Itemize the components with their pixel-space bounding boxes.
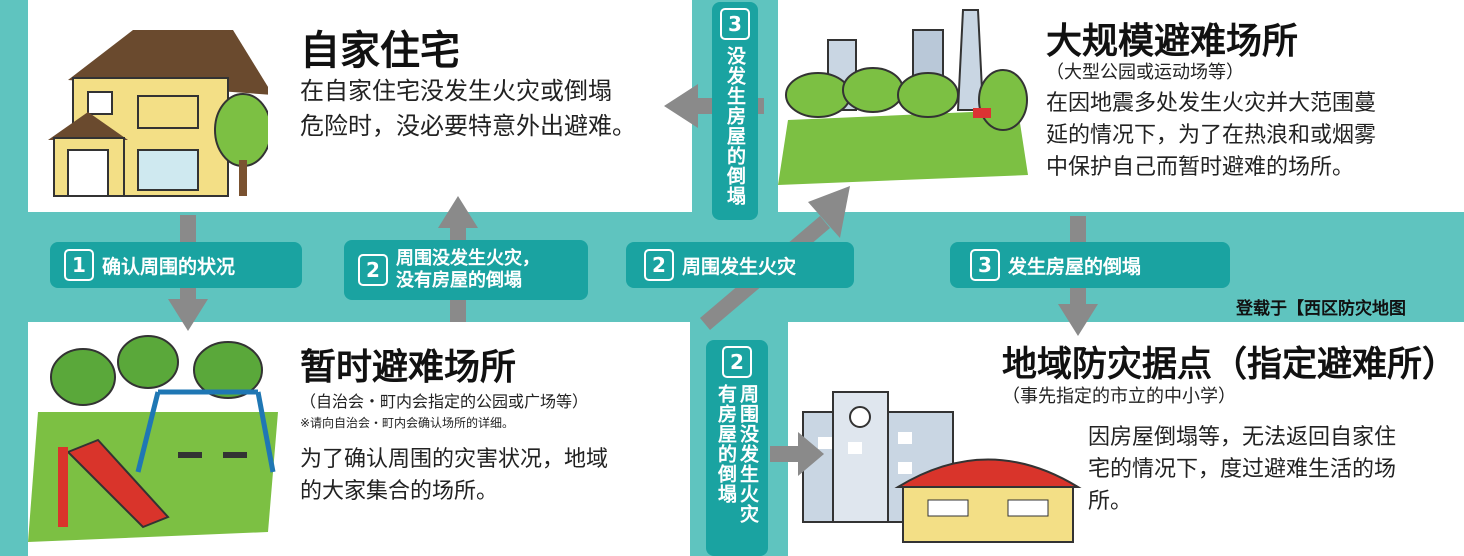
park-illustration — [778, 9, 1028, 185]
temp-note: ※请向自治会・町内会确认场所的详细。 — [300, 416, 515, 430]
temp-desc-line: 为了确认周围的灾害状况，地域 — [300, 447, 609, 472]
temp-desc-line: 的大家集合的场所。 — [300, 478, 499, 504]
large-subtitle: （大型公园或运动场等） — [1046, 62, 1244, 83]
home-desc-line: 在自家住宅没发生火灾或倒塌 — [300, 77, 612, 105]
home-panel: 自家住宅 在自家住宅没发生火灾或倒塌 危险时，没必要特意外出避难。 — [28, 0, 692, 212]
temp-title: 暂时避难场所 — [300, 347, 517, 388]
large-title: 大规模避难场所 — [1046, 21, 1299, 62]
tag-no-fire-with-collapse: 2 周围没发生火灾 有房屋的倒塌 — [706, 340, 768, 556]
large-desc-line: 延的情况下，为了在热浪和或烟雾 — [1046, 122, 1377, 148]
base-subtitle: （事先指定的市立的中小学） — [1002, 386, 1236, 407]
step-number: 2 — [722, 346, 752, 378]
tag-label-line: 没有房屋的倒塌 — [396, 270, 522, 291]
tag-label: 周围没发生火灾 有房屋的倒塌 — [715, 384, 759, 524]
tag-fire: 2 周围发生火灾 — [626, 242, 854, 288]
home-desc: 在自家住宅没发生火灾或倒塌 危险时，没必要特意外出避难。 — [300, 74, 636, 144]
tag-label: 没发生房屋的倒塌 — [724, 46, 746, 206]
home-desc-line: 危险时，没必要特意外出避难。 — [300, 111, 636, 140]
step-number: 1 — [64, 249, 94, 281]
step-number: 3 — [720, 8, 750, 40]
tag-label: 周围没发生火灾， 没有房屋的倒塌 — [396, 248, 540, 292]
large-evacuation-panel: 大规模避难场所 （大型公园或运动场等） 在因地震多处发生火灾并大范围蔓 延的情况… — [778, 0, 1464, 212]
base-desc: 因房屋倒塌等，无法返回自家住 宅的情况下，度过避难生活的场 所。 — [1088, 422, 1396, 518]
playground-illustration — [28, 335, 278, 542]
large-desc: 在因地震多处发生火灾并大范围蔓 延的情况下，为了在热浪和或烟雾 中保护自己而暂时… — [1046, 88, 1376, 184]
tag-label-col: 周围没发生火灾 — [737, 384, 759, 524]
large-desc-line: 在因地震多处发生火灾并大范围蔓 — [1046, 91, 1377, 116]
tag-no-fire-no-collapse: 2 周围没发生火灾， 没有房屋的倒塌 — [344, 240, 588, 300]
base-desc-line: 因房屋倒塌等，无法返回自家住 — [1088, 425, 1397, 450]
temp-desc: 为了确认周围的灾害状况，地域 的大家集合的场所。 — [300, 444, 608, 508]
tag-label: 周围发生火灾 — [682, 255, 797, 278]
base-title: 地域防灾据点（指定避难所） — [1002, 345, 1458, 385]
disaster-base-panel: 地域防灾据点（指定避难所） （事先指定的市立的中小学） 因房屋倒塌等，无法返回自… — [788, 322, 1464, 556]
tag-label-line: 周围没发生火灾， — [396, 248, 540, 269]
tag-label: 确认周围的状况 — [102, 255, 236, 278]
tag-no-house-collapse: 3 没发生房屋的倒塌 — [712, 2, 758, 220]
tag-label-col: 有房屋的倒塌 — [715, 384, 737, 504]
tag-label: 发生房屋的倒塌 — [1008, 255, 1142, 278]
house-illustration — [48, 30, 268, 197]
base-desc-line: 所。 — [1088, 488, 1133, 514]
temp-subtitle: （自治会・町内会指定的公园或广场等） — [300, 392, 589, 411]
large-desc-line: 中保护自己而暂时避难的场所。 — [1046, 154, 1355, 180]
arrow-right-to-base — [770, 432, 824, 476]
step-number: 2 — [358, 254, 388, 286]
school-illustration — [802, 391, 1082, 543]
base-desc-line: 宅的情况下，度过避难生活的场 — [1088, 456, 1397, 482]
home-title: 自家住宅 — [300, 28, 460, 74]
step-number: 2 — [644, 249, 674, 281]
step-number: 3 — [970, 249, 1000, 281]
tag-house-collapse: 3 发生房屋的倒塌 — [950, 242, 1230, 288]
tag-check-surroundings: 1 确认周围的状况 — [50, 242, 302, 288]
temporary-evacuation-panel: 暂时避难场所 （自治会・町内会指定的公园或广场等） ※请向自治会・町内会确认场所… — [28, 322, 690, 556]
source-credit: 登载于【西区防灾地图 — [1236, 299, 1406, 319]
